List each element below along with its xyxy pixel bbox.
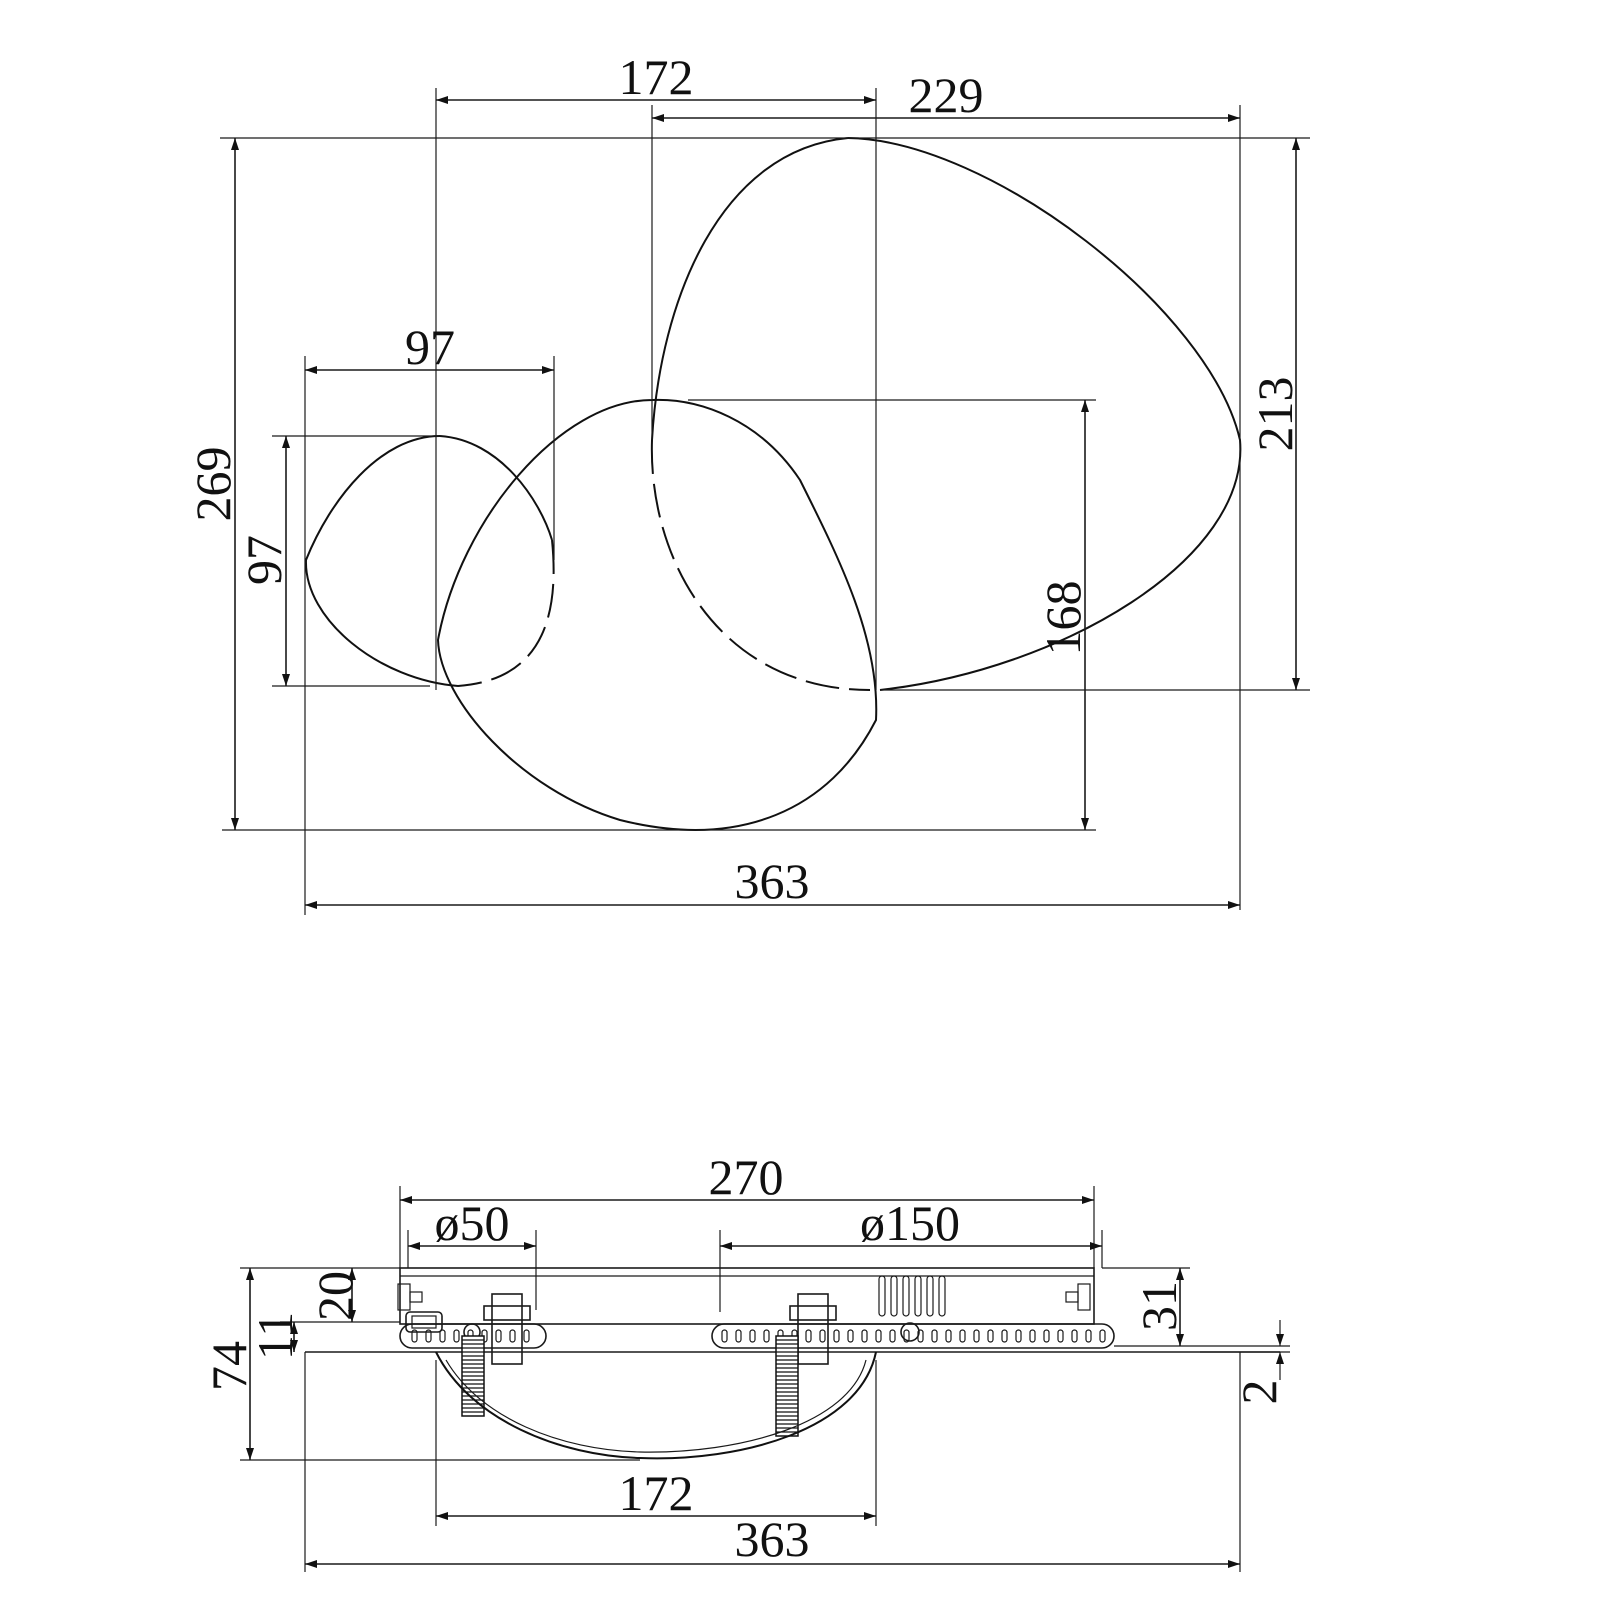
dim-213: 213	[1247, 377, 1303, 452]
bracket-bar-right	[711, 1323, 1115, 1349]
bracket-slot	[411, 1329, 418, 1343]
dim-270: 270	[709, 1149, 784, 1205]
top-dimension-lines	[231, 96, 1300, 909]
dim-2: 2	[1231, 1380, 1287, 1405]
bracket-slot	[875, 1329, 882, 1343]
side-view: 270 ø50 ø150 20 11 74 31 2 172 363	[201, 1149, 1290, 1572]
bracket-slot	[1071, 1329, 1078, 1343]
dim-diameter-50: ø50	[435, 1195, 510, 1251]
bracket-slot	[903, 1329, 910, 1343]
dim-172-side: 172	[619, 1465, 694, 1521]
cable-clamp	[405, 1311, 443, 1333]
side-screws	[397, 1283, 1091, 1311]
bracket-slot	[889, 1329, 896, 1343]
bracket-slot	[931, 1329, 938, 1343]
dim-97-vertical: 97	[236, 535, 292, 585]
bracket-slot	[425, 1329, 432, 1343]
bracket-slots	[411, 1329, 1106, 1343]
bracket-slot	[1085, 1329, 1092, 1343]
bracket-slot	[1015, 1329, 1022, 1343]
side-dimension-lines	[246, 1196, 1284, 1568]
top-view: 172 229 97 269 97 213 168 363	[185, 49, 1310, 915]
bracket-slot	[861, 1329, 868, 1343]
bracket-slot	[945, 1329, 952, 1343]
bracket-slot	[819, 1329, 826, 1343]
large-stone-outline	[650, 137, 1242, 691]
dim-diameter-150: ø150	[860, 1195, 960, 1251]
small-stone-outline	[304, 435, 555, 687]
dim-363-side: 363	[735, 1511, 810, 1567]
bracket-slot	[453, 1329, 460, 1343]
bracket-slot	[847, 1329, 854, 1343]
bracket-slot	[805, 1329, 812, 1343]
bracket-slot	[721, 1329, 728, 1343]
bracket-slot	[749, 1329, 756, 1343]
dim-31: 31	[1131, 1281, 1187, 1331]
bracket-slot	[833, 1329, 840, 1343]
lamp-shade	[435, 1351, 877, 1460]
bracket-slot	[439, 1329, 446, 1343]
bracket-slot	[1099, 1329, 1106, 1343]
bracket-slot	[735, 1329, 742, 1343]
medium-stone-outline	[436, 398, 878, 831]
bracket-slot	[959, 1329, 966, 1343]
dim-74: 74	[201, 1341, 257, 1391]
dim-11: 11	[247, 1312, 303, 1360]
bracket-slot	[1001, 1329, 1008, 1343]
bracket-slot	[523, 1329, 530, 1343]
dim-168: 168	[1035, 581, 1091, 656]
top-extension-lines	[220, 88, 1310, 915]
bracket-slot	[1043, 1329, 1050, 1343]
bracket-slot	[1057, 1329, 1064, 1343]
dim-269: 269	[185, 447, 241, 522]
bracket-slot	[763, 1329, 770, 1343]
dim-20: 20	[307, 1271, 363, 1321]
bracket-slot	[509, 1329, 516, 1343]
bracket-slot	[495, 1329, 502, 1343]
dim-172-top: 172	[619, 49, 694, 105]
dim-229: 229	[909, 67, 984, 123]
bracket-slot	[973, 1329, 980, 1343]
threaded-rods	[461, 1335, 799, 1437]
vent-slots	[878, 1275, 946, 1317]
dim-97-horizontal: 97	[405, 319, 455, 375]
dim-363-top: 363	[735, 853, 810, 909]
bracket-slot	[1029, 1329, 1036, 1343]
bracket-slot	[987, 1329, 994, 1343]
mount-blocks	[463, 1293, 920, 1365]
